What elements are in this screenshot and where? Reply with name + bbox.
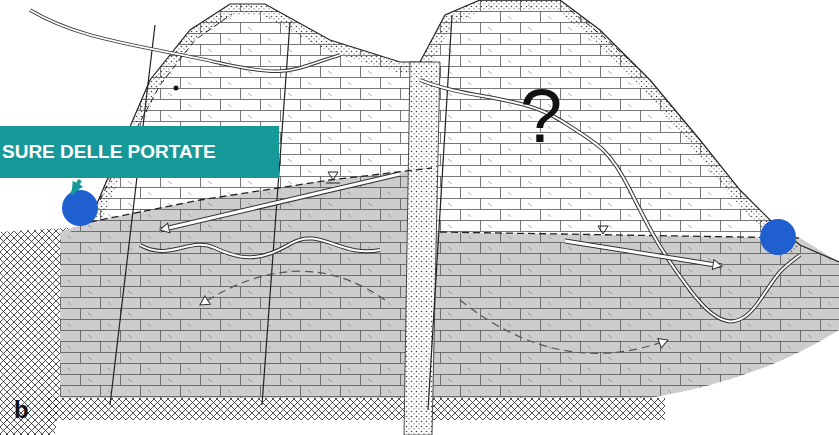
panel-letter: b [14,398,29,422]
question-mark: ? [520,78,562,154]
measurement-point [62,190,98,226]
leader-arrow [72,180,80,194]
karst-conduit [140,238,380,257]
callout-text: SURE DELLE PORTATE [2,141,216,163]
measurement-point [760,219,796,255]
flow-arrow [160,174,400,230]
karst-conduit [30,10,340,71]
surface-runoff [570,10,640,70]
fault-line [262,22,290,405]
deep-flow-arrow [200,271,385,305]
karst-conduit [420,80,800,321]
sinkhole-dot [174,86,179,91]
fault-line [428,15,452,410]
fault-zone [404,62,440,435]
impermeable-base [45,398,665,420]
callout-box: SURE DELLE PORTATE [0,126,279,178]
fault-line [110,25,155,405]
fault-zone [404,62,440,435]
water-table-symbol [326,172,340,183]
water-table-symbol [598,226,608,234]
water-table [440,232,800,238]
deep-flow-arrow [460,300,668,353]
flow-arrow [565,241,722,266]
